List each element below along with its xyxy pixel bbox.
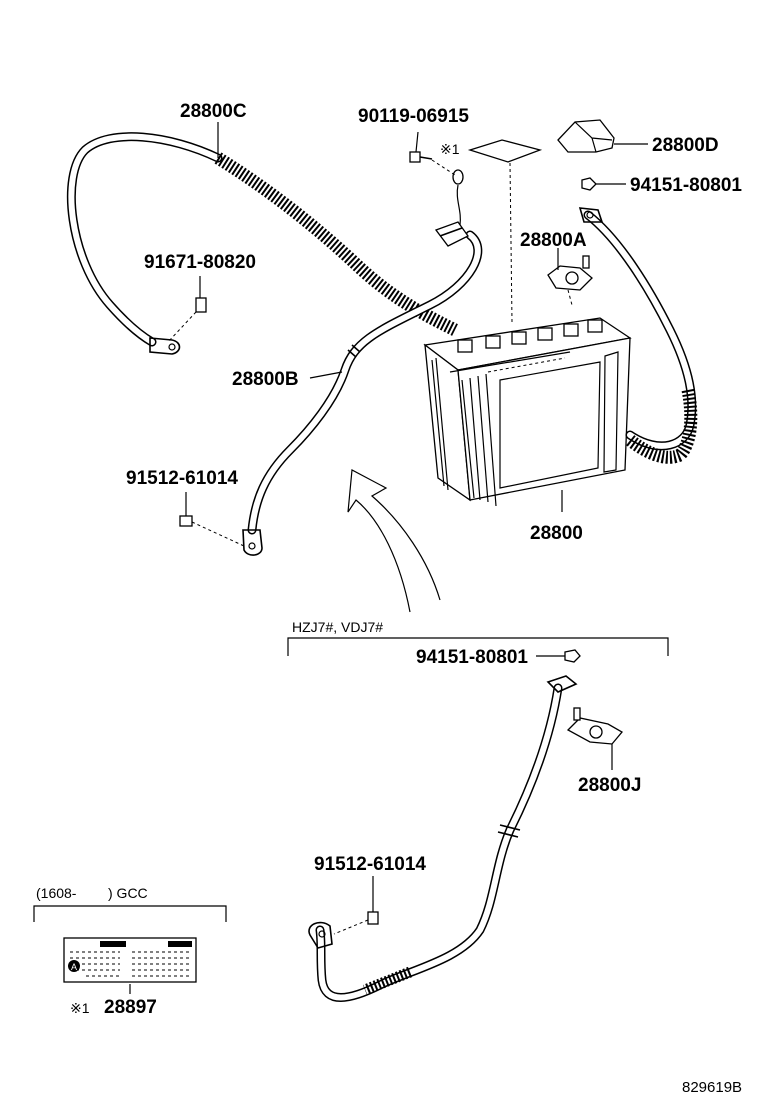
- nut-94151-top[interactable]: [581, 177, 626, 191]
- leader-28800B: [309, 371, 343, 379]
- label-gcc: ) GCC: [108, 885, 148, 901]
- label-28897[interactable]: 28897: [104, 997, 157, 1018]
- gcc-bracket: [33, 905, 227, 922]
- battery-caps: [457, 319, 603, 353]
- bolt-90119[interactable]: [409, 131, 456, 176]
- bolt-91512-top[interactable]: [179, 492, 245, 547]
- label-91512-61014-bottom[interactable]: 91512-61014: [314, 854, 426, 875]
- battery-28800[interactable]: [423, 317, 632, 507]
- variant-bracket: [287, 637, 669, 656]
- cable-positive-right[interactable]: [578, 207, 698, 464]
- label-94151-80801-bottom[interactable]: 94151-80801: [416, 647, 528, 668]
- label-gcc-range: (1608-: [36, 885, 77, 901]
- cable-hzj7[interactable]: [308, 675, 578, 1002]
- label-91671-80820[interactable]: 91671-80820: [144, 252, 256, 273]
- label-28800B[interactable]: 28800B: [232, 369, 299, 390]
- cable-28800C[interactable]: [66, 132, 458, 355]
- label-variant: HZJ7#, VDJ7#: [292, 619, 383, 635]
- bolt-91512-bottom[interactable]: [333, 876, 379, 935]
- cover-28800D[interactable]: [557, 119, 648, 153]
- label-A-icon: A: [71, 962, 77, 972]
- terminal-28800J[interactable]: [566, 707, 623, 770]
- label-mark1-top: ※1: [440, 141, 460, 157]
- label-28800C[interactable]: 28800C: [180, 101, 247, 122]
- label-91512-61014-top[interactable]: 91512-61014: [126, 468, 238, 489]
- label-mark1-bottom: ※1: [70, 1000, 90, 1016]
- arrow-icon: [347, 469, 441, 613]
- label-sheet-top[interactable]: [467, 139, 543, 323]
- label-28800D[interactable]: 28800D: [652, 135, 719, 156]
- label-90119-06915[interactable]: 90119-06915: [358, 106, 469, 127]
- label-28800A[interactable]: 28800A: [520, 230, 587, 251]
- label-94151-80801-top[interactable]: 94151-80801: [630, 175, 742, 196]
- label-28800J[interactable]: 28800J: [578, 775, 641, 796]
- terminal-28800A[interactable]: [547, 255, 593, 306]
- label-28800[interactable]: 28800: [530, 523, 583, 544]
- bolt-91671[interactable]: [167, 276, 207, 343]
- reference-number: 829619B: [682, 1079, 742, 1096]
- caution-label-28897[interactable]: A: [63, 937, 197, 994]
- ground-wire: [452, 169, 464, 226]
- nut-94151-bottom[interactable]: [536, 649, 581, 663]
- cable-28800B[interactable]: [242, 221, 483, 556]
